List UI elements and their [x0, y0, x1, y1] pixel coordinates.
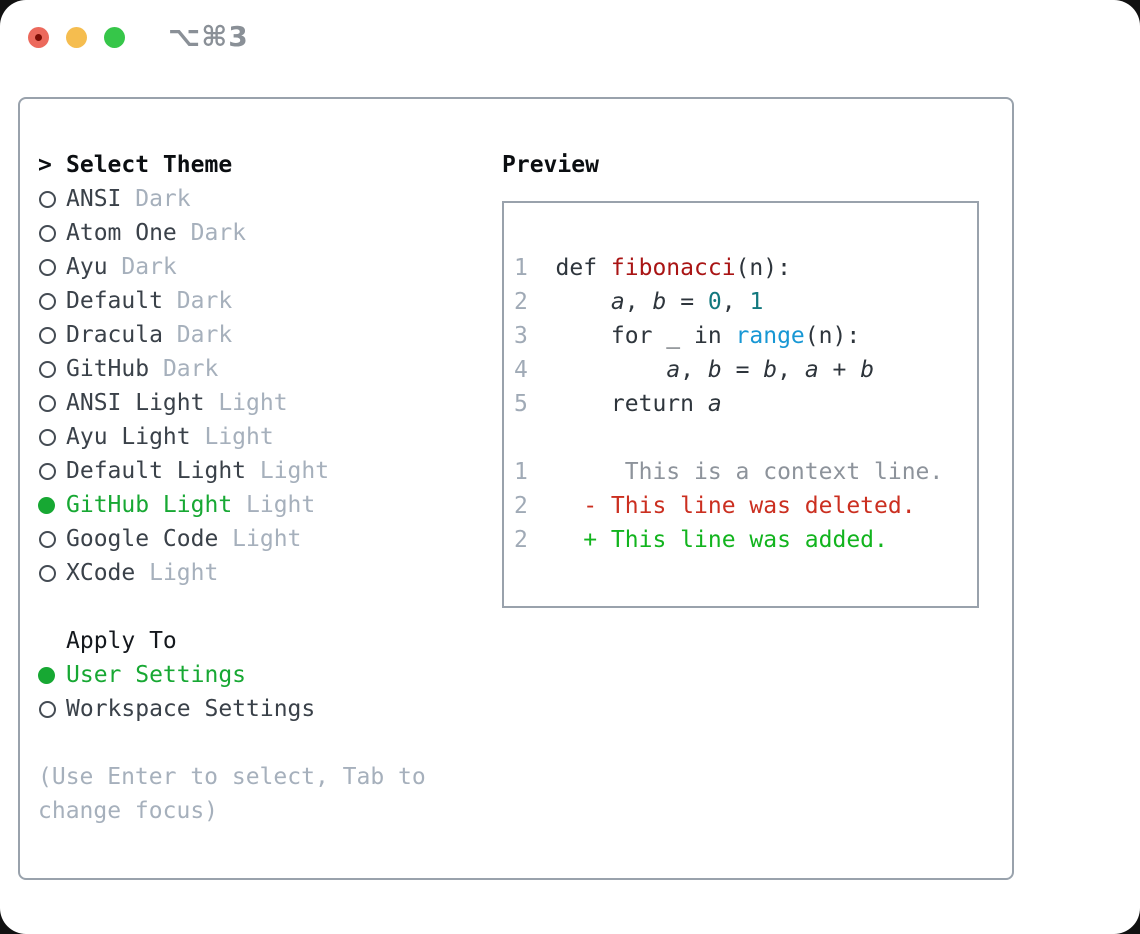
function-name-token: fibonacci: [610, 255, 736, 281]
preview-title: Preview: [502, 152, 599, 178]
window-title: ⌥⌘3: [168, 20, 249, 53]
radio-unselected-icon: [38, 701, 66, 718]
radio-unselected-icon: [38, 361, 66, 378]
line-number: 1: [514, 459, 528, 485]
radio-unselected-icon: [38, 463, 66, 480]
zoom-button[interactable]: [104, 26, 125, 48]
radio-unselected-icon: [38, 259, 66, 276]
line-number: 2: [514, 289, 528, 315]
radio-unselected-icon: [38, 191, 66, 208]
line-number: 5: [514, 391, 528, 417]
titlebar: ⌥⌘3: [28, 20, 248, 53]
radio-unselected-icon: [38, 531, 66, 548]
number-token: 1: [749, 289, 764, 315]
minimize-button[interactable]: [66, 26, 87, 48]
hint-text-line-1: (Use Enter to select, Tab to: [38, 764, 426, 790]
radio-unselected-icon: [38, 395, 66, 412]
apply-option-user-settings[interactable]: User Settings: [38, 658, 426, 692]
apply-to-label: Apply To: [66, 628, 177, 654]
line-number: 4: [514, 357, 528, 383]
diff-context-line: 1 This is a context line.: [514, 455, 969, 489]
radio-unselected-icon: [38, 429, 66, 446]
select-theme-title: Select Theme: [66, 152, 233, 178]
line-number: 2: [514, 527, 528, 553]
select-theme-header: > Select Theme: [38, 148, 426, 182]
line-number: 3: [514, 323, 528, 349]
radio-selected-icon: [38, 667, 66, 684]
code-line: 5 return a: [514, 387, 969, 421]
code-line: 4 a, b = b, a + b: [514, 353, 969, 387]
spacer: [38, 590, 426, 624]
focus-caret-icon: >: [38, 152, 52, 178]
line-number: 1: [514, 255, 528, 281]
radio-unselected-icon: [38, 565, 66, 582]
code-line: 2 a, b = 0, 1: [514, 285, 969, 319]
hint-text-line-2: change focus): [38, 798, 219, 824]
radio-unselected-icon: [38, 293, 66, 310]
code-line: 3 for _ in range(n):: [514, 319, 969, 353]
radio-unselected-icon: [38, 225, 66, 242]
diff-added-line: 2 + This line was added.: [514, 523, 969, 557]
blank-line: [514, 421, 969, 455]
apply-option-workspace-settings[interactable]: Workspace Settings: [38, 692, 426, 726]
radio-selected-icon: [38, 497, 66, 514]
number-token: 0: [707, 289, 722, 315]
builtin-call-token: range: [735, 323, 805, 349]
radio-unselected-icon: [38, 327, 66, 344]
close-button[interactable]: [28, 26, 49, 48]
diff-deleted-line: 2 - This line was deleted.: [514, 489, 969, 523]
line-number: 2: [514, 493, 528, 519]
spacer: [38, 726, 426, 760]
